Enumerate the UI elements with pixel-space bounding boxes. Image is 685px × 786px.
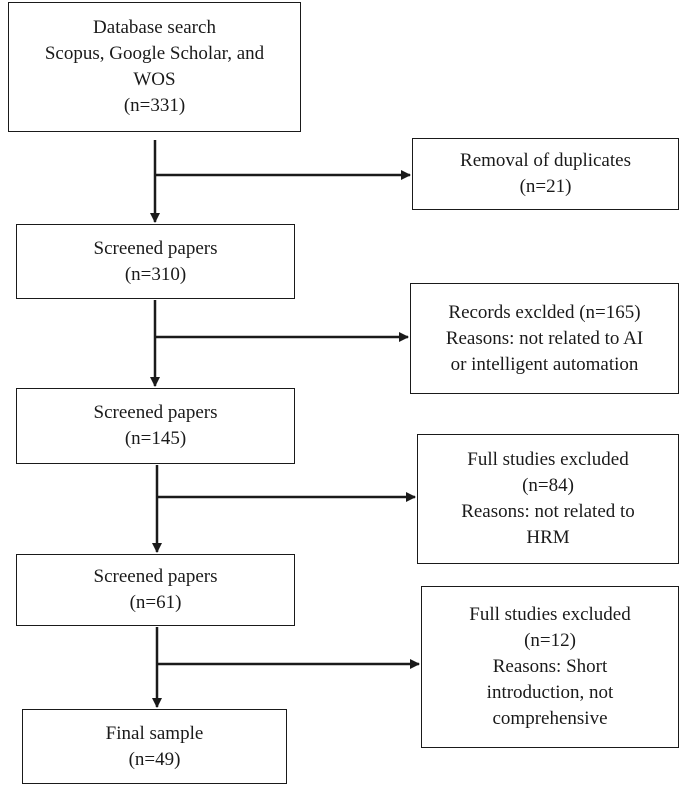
screened-papers-box-1: Screened papers (n=310) [16, 224, 295, 299]
screened-papers-label-1: Screened papers [93, 237, 218, 259]
screened-papers-count-3: (n=61) [129, 592, 182, 613]
screened-papers-label-2: Screened papers [93, 402, 218, 423]
duplicates-removed-label: Removal of duplicates [460, 150, 631, 171]
database-search-box: Database search Scopus, Google Scholar, … [8, 2, 301, 132]
records-excluded-box: Records exclded (n=165) Reasons: not rel… [410, 283, 679, 394]
screened-papers-box-2: Screened papers (n=145) [16, 388, 295, 464]
screened-papers-label-3: Screened papers [93, 566, 218, 587]
final-sample-label: Final sample [105, 722, 204, 744]
full-studies-excluded-reason-1-cont: HRM [526, 527, 570, 548]
records-excluded-reason: Reasons: not related to AI [445, 327, 644, 349]
screened-papers-box-3: Screened papers (n=61) [16, 554, 295, 626]
database-search-sources: Scopus, Google Scholar, and [44, 43, 265, 64]
full-studies-excluded-title-1: Full studies excluded [467, 449, 629, 470]
records-excluded-title: Records exclded (n=165) [448, 301, 641, 323]
records-excluded-reason-cont: or intelligent automation [450, 353, 639, 375]
duplicates-removed-count: (n=21) [519, 176, 572, 197]
full-studies-excluded-count-1: (n=84) [522, 475, 574, 496]
full-studies-excluded-reason-1: Reasons: not related to [461, 501, 635, 522]
duplicates-removed-box: Removal of duplicates (n=21) [412, 138, 679, 210]
database-search-title: Database search [93, 17, 216, 38]
full-studies-excluded-reason-2-cont: introduction, not [486, 682, 614, 703]
final-sample-box: Final sample (n=49) [22, 709, 287, 784]
full-studies-excluded-reason-2: Reasons: Short [492, 656, 608, 677]
full-studies-excluded-title-2: Full studies excluded [469, 604, 631, 625]
full-studies-excluded-box-1: Full studies excluded (n=84) Reasons: no… [417, 434, 679, 564]
screened-papers-count-2: (n=145) [124, 428, 187, 449]
database-search-sources-cont: WOS [133, 69, 176, 90]
final-sample-count: (n=49) [128, 748, 181, 770]
full-studies-excluded-reason-2-end: comprehensive [492, 708, 608, 729]
screened-papers-count-1: (n=310) [124, 263, 187, 285]
full-studies-excluded-count-2: (n=12) [524, 630, 576, 651]
full-studies-excluded-box-2: Full studies excluded (n=12) Reasons: Sh… [421, 586, 679, 748]
database-search-count: (n=331) [123, 95, 186, 116]
